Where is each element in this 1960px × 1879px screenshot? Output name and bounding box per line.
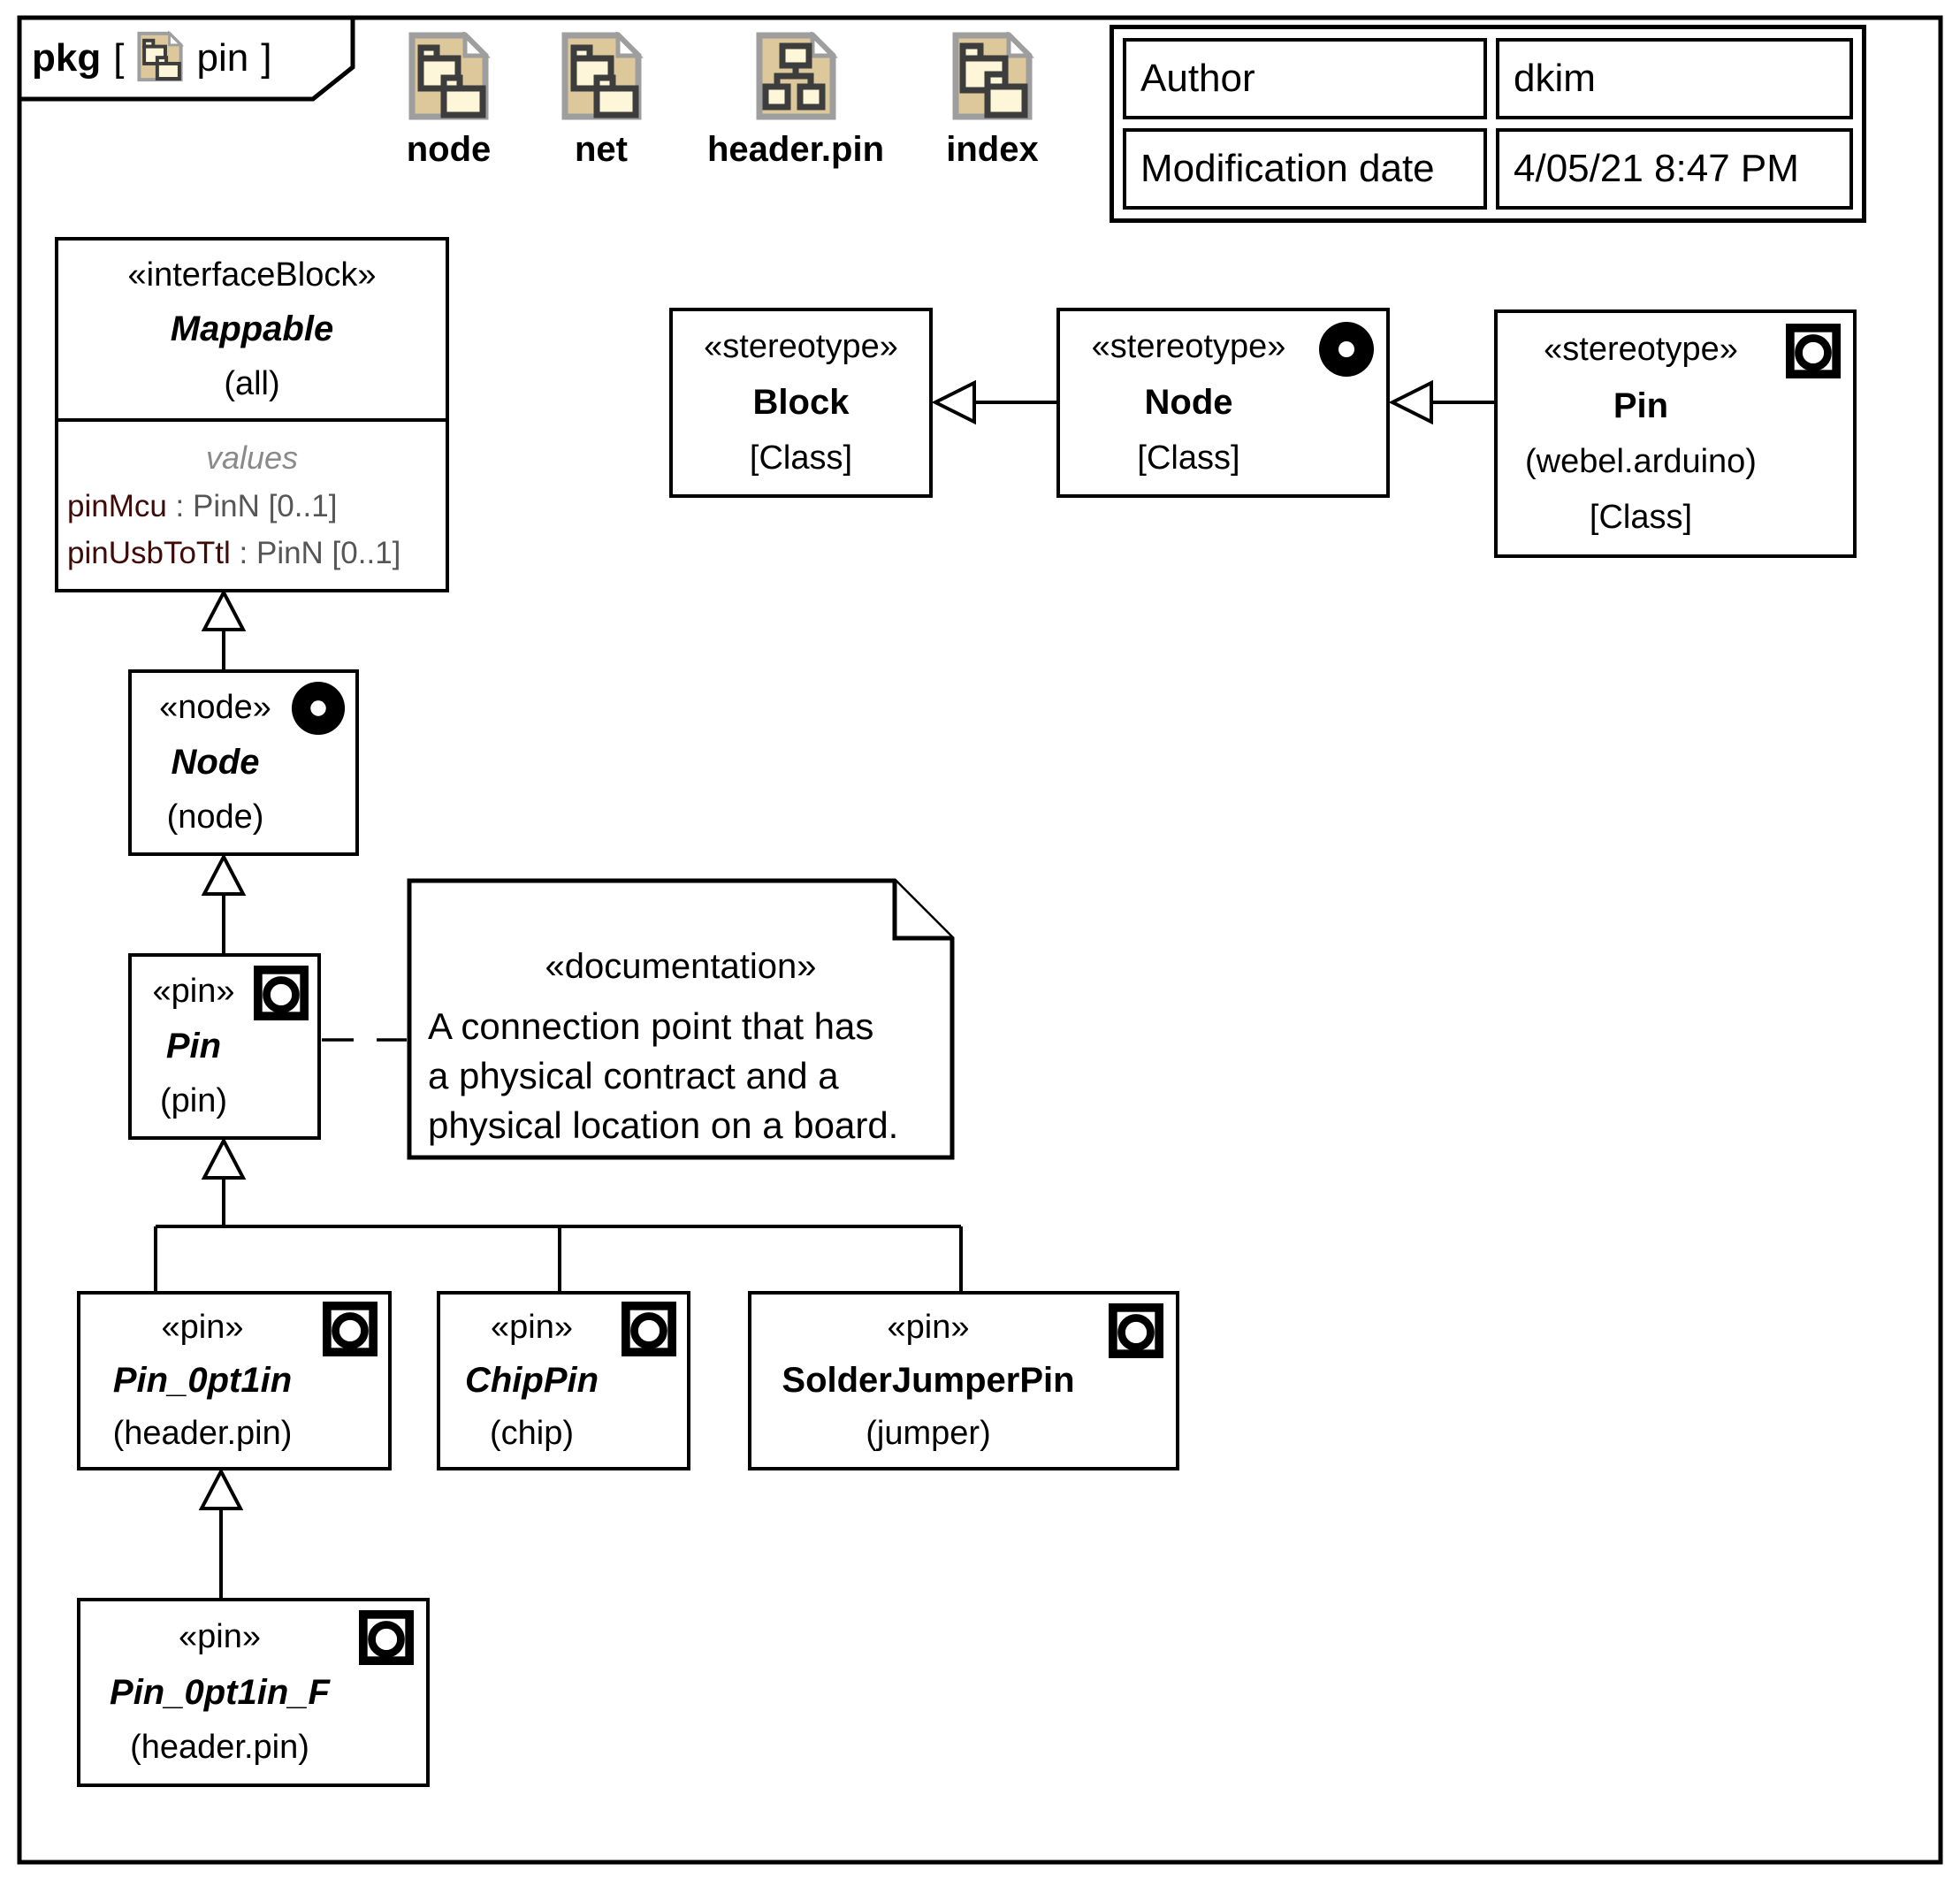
class-box-pin[interactable]: «pin» Pin (pin)	[128, 953, 321, 1140]
stereotype-label: «stereotype»	[704, 328, 898, 365]
slot-type: : PinN [0..1]	[230, 536, 401, 571]
stereotype-name: Block	[752, 383, 850, 422]
stereotype-label: «pin»	[491, 1309, 573, 1346]
class-name: Mappable	[170, 309, 334, 348]
class-name: ChipPin	[464, 1361, 599, 1400]
note-text: A connection point that has a physical c…	[428, 1002, 898, 1150]
class-qualifier: (header.pin)	[112, 1415, 293, 1452]
generalization-arrowhead	[931, 379, 976, 425]
slot-pinmcu: pinMcu : PinN [0..1]	[58, 489, 446, 524]
metaclass-label: [Class]	[1137, 439, 1240, 477]
stereotype-label: «pin»	[179, 1617, 261, 1655]
pin-circle-square-icon	[1786, 324, 1841, 383]
class-qualifier: (chip)	[489, 1415, 575, 1452]
slot-name: pinUsbToTtl	[67, 536, 231, 571]
pin-circle-square-icon	[323, 1302, 378, 1361]
profile-label: (webel.arduino)	[1525, 443, 1757, 481]
class-box-pin-0pt1in[interactable]: «pin» Pin_0pt1in (header.pin)	[77, 1291, 392, 1470]
frame-kind-label: pkg	[32, 36, 102, 80]
compartment-caption: values	[205, 439, 299, 476]
generalization-arrowhead	[198, 1467, 244, 1510]
stereotype-label: «interfaceBlock»	[127, 256, 377, 294]
slot-name: pinMcu	[67, 488, 167, 523]
class-name: Pin_0pt1in_F	[110, 1672, 330, 1712]
note-text-line: a physical contract and a	[428, 1055, 839, 1096]
stereotype-box-block[interactable]: «stereotype» Block [Class]	[669, 308, 933, 498]
mappable-header-compartment: «interfaceBlock» Mappable (all)	[58, 241, 446, 422]
generalization-arrowhead	[201, 1136, 247, 1180]
generalization-arrowhead	[201, 852, 247, 896]
class-box-pin-0pt1in-f[interactable]: «pin» Pin_0pt1in_F (header.pin)	[77, 1598, 430, 1787]
package-item-label: index	[946, 130, 1039, 169]
package-item-label: node	[406, 130, 492, 169]
stereotype-label: «stereotype»	[1091, 328, 1286, 365]
note-stereotype-label: «documentation»	[545, 947, 817, 986]
frame-name-label: pin	[196, 36, 249, 80]
node-donut-icon	[290, 680, 347, 741]
info-label-author: Author	[1123, 38, 1487, 119]
info-value-author: dkim	[1496, 38, 1853, 119]
class-qualifier: (jumper)	[866, 1415, 991, 1452]
class-box-node[interactable]: «node» Node (node)	[128, 669, 359, 856]
package-document-icon	[407, 29, 492, 125]
package-document-icon	[560, 29, 644, 125]
info-value-modification-date: 4/05/21 8:47 PM	[1496, 128, 1853, 210]
mappable-values-compartment: values pinMcu : PinN [0..1] pinUsbToTtl …	[58, 422, 446, 589]
class-qualifier: (header.pin)	[130, 1729, 309, 1767]
documentation-note[interactable]: «documentation» A connection point that …	[407, 878, 955, 1160]
class-box-chippin[interactable]: «pin» ChipPin (chip)	[437, 1291, 690, 1470]
slot-pinusbtottl: pinUsbToTtl : PinN [0..1]	[58, 536, 446, 571]
class-box-solderjumperpin[interactable]: «pin» SolderJumperPin (jumper)	[748, 1291, 1179, 1470]
class-qualifier: (all)	[224, 364, 280, 402]
generalization-tree-lines	[154, 1178, 963, 1291]
generalization-arrowhead	[1388, 379, 1433, 425]
package-item-header-pin[interactable]: header.pin	[698, 29, 893, 170]
frame-open-bracket: [	[113, 36, 125, 80]
stereotype-label: «pin»	[152, 973, 235, 1010]
package-item-label: net	[575, 130, 628, 169]
info-label-modification-date: Modification date	[1123, 128, 1487, 210]
stereotype-box-pin[interactable]: «stereotype» Pin (webel.arduino) [Class]	[1494, 309, 1857, 558]
stereotype-box-node[interactable]: «stereotype» Node [Class]	[1056, 308, 1390, 498]
generalization-arrowhead	[201, 588, 247, 631]
pin-circle-square-icon	[622, 1302, 676, 1361]
metaclass-label: [Class]	[749, 439, 853, 477]
class-name: Pin	[165, 1027, 222, 1066]
class-name: SolderJumperPin	[782, 1361, 1075, 1400]
package-document-icon	[136, 27, 185, 90]
stereotype-label: «pin»	[887, 1309, 970, 1346]
pin-circle-square-icon	[1109, 1303, 1163, 1363]
pin-circle-square-icon	[254, 966, 309, 1025]
stereotype-name: Node	[1144, 383, 1233, 422]
node-donut-icon	[1317, 320, 1376, 383]
stereotype-label: «node»	[159, 689, 271, 726]
frame-close-bracket: ]	[261, 36, 272, 80]
class-name: Pin_0pt1in	[112, 1361, 293, 1400]
package-document-icon	[950, 29, 1035, 125]
stereotype-label: «stereotype»	[1544, 330, 1738, 368]
package-item-label: header.pin	[706, 130, 885, 169]
diagram-info-table: Author dkim Modification date 4/05/21 8:…	[1110, 25, 1866, 223]
content-tree-document-icon	[754, 29, 838, 125]
package-item-node[interactable]: node	[380, 29, 517, 170]
slot-type: : PinN [0..1]	[166, 488, 338, 523]
note-text-line: physical location on a board.	[428, 1104, 899, 1146]
note-text-line: A connection point that has	[428, 1005, 874, 1047]
pin-circle-square-icon	[359, 1610, 414, 1669]
stereotype-name: Pin	[1613, 386, 1669, 425]
stereotype-label: «pin»	[161, 1309, 244, 1346]
metaclass-label: [Class]	[1589, 499, 1693, 537]
package-item-index[interactable]: index	[919, 29, 1065, 170]
class-name: Node	[171, 743, 260, 782]
package-item-net[interactable]: net	[535, 29, 667, 170]
class-qualifier: (node)	[166, 798, 264, 836]
class-box-mappable[interactable]: «interfaceBlock» Mappable (all) values p…	[55, 237, 449, 592]
frame-tab[interactable]: pkg [ pin ]	[32, 25, 271, 92]
class-qualifier: (pin)	[159, 1082, 228, 1119]
